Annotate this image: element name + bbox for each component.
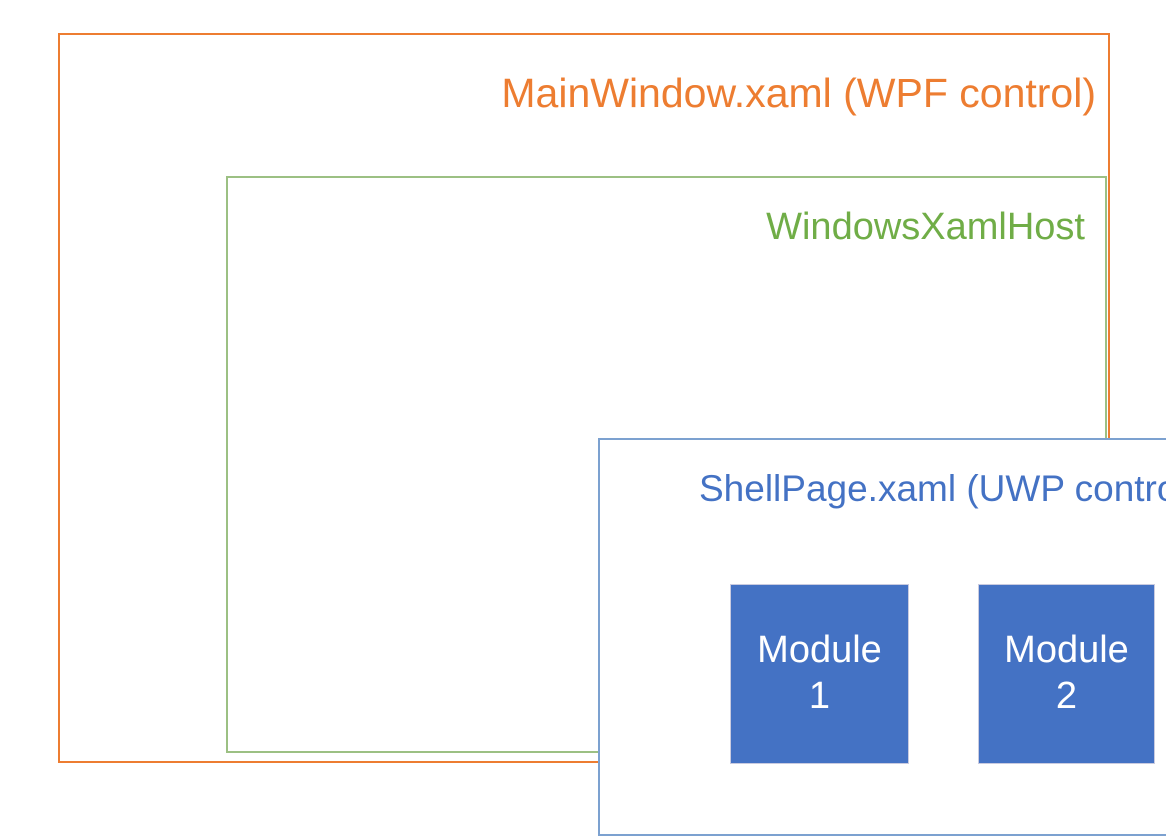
layer-mainwindow-wpf: MainWindow.xaml (WPF control) WindowsXam…	[58, 33, 1166, 836]
layer-shellpage-uwp: ShellPage.xaml (UWP control) Module 1 Mo…	[598, 438, 1166, 836]
diagram-canvas: MainWindow.xaml (WPF control) WindowsXam…	[58, 33, 1166, 836]
module-box-2-line2: 2	[1055, 675, 1078, 717]
module-box-1-line2: 1	[808, 675, 831, 717]
layer-windowsxamlhost: WindowsXamlHost ShellPage.xaml (UWP cont…	[226, 176, 1166, 836]
module-box-1: Module 1	[730, 584, 909, 764]
layer-mainwindow-label: MainWindow.xaml (WPF control)	[501, 70, 1096, 116]
module-box-2: Module 2	[978, 584, 1155, 764]
module-row: Module 1 Module 2	[600, 440, 1166, 834]
module-box-1-line1: Module	[757, 629, 882, 672]
module-box-2-line1: Module	[1004, 629, 1129, 672]
layer-windowsxamlhost-label: WindowsXamlHost	[766, 206, 1085, 248]
layer-shellpage-label: ShellPage.xaml (UWP control)	[699, 468, 1166, 509]
